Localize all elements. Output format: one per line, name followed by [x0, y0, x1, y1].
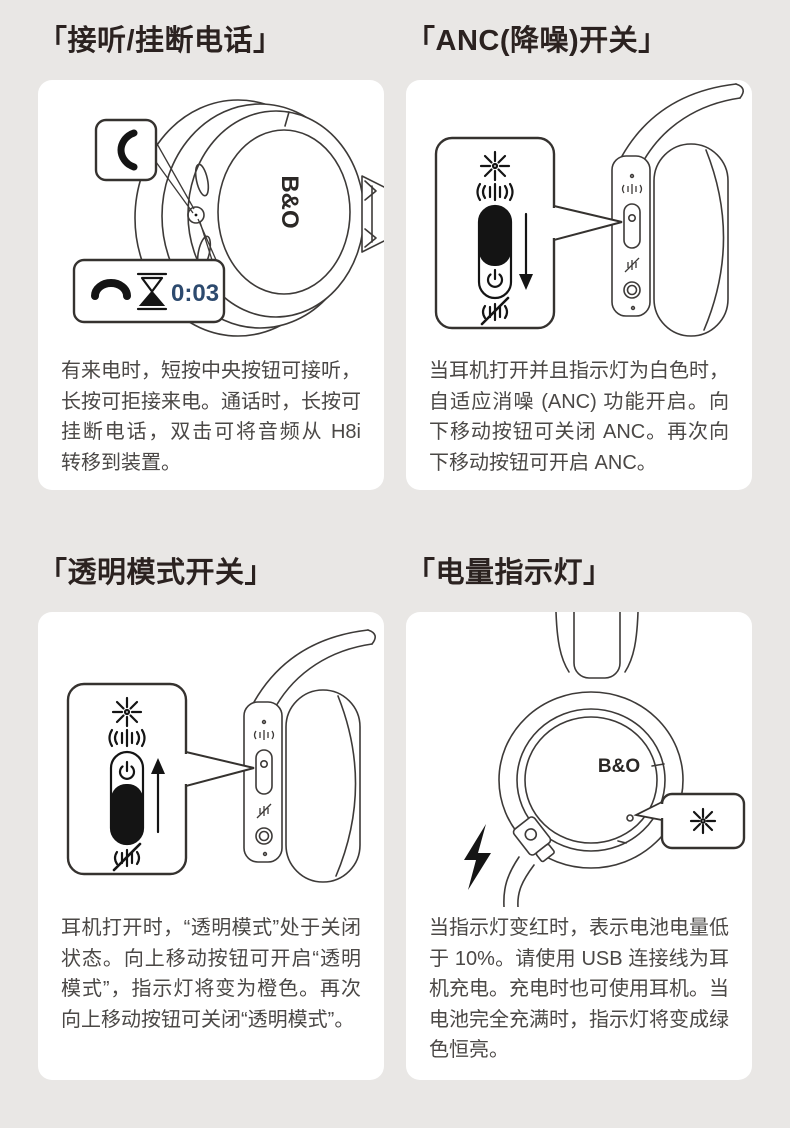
section-battery: 「电量指示灯」 B&O [406, 556, 752, 1080]
indicator-led [626, 814, 634, 822]
card-answer-call: B&O [38, 80, 384, 490]
headphone-side-drawing [611, 83, 744, 337]
headphone-side-drawing [243, 629, 376, 883]
section-transparency: 「透明模式开关」 [38, 556, 384, 1080]
sound-wave-icon [476, 182, 514, 202]
card-battery: B&O [406, 612, 752, 1080]
indicator-callout [633, 792, 746, 850]
call-timer-text: 0:03 [171, 280, 219, 307]
section-anc-switch: 「ANC(降噪)开关」 [406, 24, 752, 490]
section-title-answer-call: 「接听/挂断电话」 [38, 25, 283, 57]
slider-control [109, 750, 145, 846]
headphone-front-drawing: B&O [498, 612, 684, 869]
lightning-icon [464, 824, 491, 890]
center-button [187, 206, 205, 224]
hourglass-icon [136, 272, 168, 311]
instruction-text-anc: 当耳机打开并且指示灯为白色时，自适应消噪 (ANC) 功能开启。向下移动按钮可关… [429, 360, 729, 474]
audio-jack [623, 281, 641, 299]
arrow-down-icon [519, 212, 533, 290]
anc-callout [434, 136, 623, 330]
anc-off-mini-icon [256, 803, 272, 819]
volume-button-top [194, 163, 210, 197]
hinge-drawing [361, 175, 384, 253]
transparency-callout [66, 682, 255, 876]
section-title-battery: 「电量指示灯」 [406, 557, 613, 589]
instruction-text-battery: 当指示灯变红时，表示电池电量低于 10%。请使用 USB 连接线为耳机充电。充电… [429, 917, 729, 1061]
sound-wave-crossed-icon [112, 842, 142, 872]
anc-on-mini-icon [621, 184, 643, 194]
starburst-icon [479, 150, 511, 182]
instruction-text-transparency: 耳机打开时，“透明模式”处于关闭状态。向上移动按钮可开启“透明模式”，指示灯将变… [61, 917, 361, 1031]
anc-off-mini-icon [624, 257, 640, 273]
bo-logo: B&O [598, 756, 640, 777]
bo-logo: B&O [276, 175, 303, 228]
arrow-up-icon [151, 758, 165, 834]
anc-on-mini-icon [253, 730, 275, 740]
battery-diagram: B&O [464, 612, 746, 907]
anc-diagram [434, 83, 744, 337]
starburst-icon [111, 696, 143, 728]
usb-cable [503, 816, 555, 907]
toggle-switch [255, 749, 273, 795]
starburst-icon [689, 807, 717, 835]
phone-receiver-icon [117, 129, 138, 171]
section-title-transparency: 「透明模式开关」 [38, 557, 275, 589]
phone-hangup-icon [91, 279, 131, 300]
instruction-text-answer-call: 有来电时，短按中央按钮可接听，长按可拒接来电。通话时，长按可挂断电话，双击可将音… [61, 360, 361, 474]
audio-jack [255, 827, 273, 845]
power-icon [486, 268, 504, 288]
sound-wave-crossed-icon [480, 296, 510, 326]
card-anc: 当耳机打开并且指示灯为白色时，自适应消噪 (ANC) 功能开启。向下移动按钮可关… [406, 80, 752, 490]
section-title-anc: 「ANC(降噪)开关」 [406, 25, 668, 57]
card-transparency: 耳机打开时，“透明模式”处于关闭状态。向上移动按钮可开启“透明模式”，指示灯将变… [38, 612, 384, 1080]
call-diagram: B&O [72, 99, 384, 337]
power-icon [118, 760, 136, 780]
toggle-switch [623, 203, 641, 249]
callout-answer [94, 118, 158, 182]
slider-control [477, 204, 513, 300]
sound-wave-icon [108, 728, 146, 748]
section-answer-call: 「接听/挂断电话」 B&O [38, 24, 384, 490]
callout-hangup: 0:03 [72, 258, 226, 324]
transparency-diagram [66, 629, 376, 883]
